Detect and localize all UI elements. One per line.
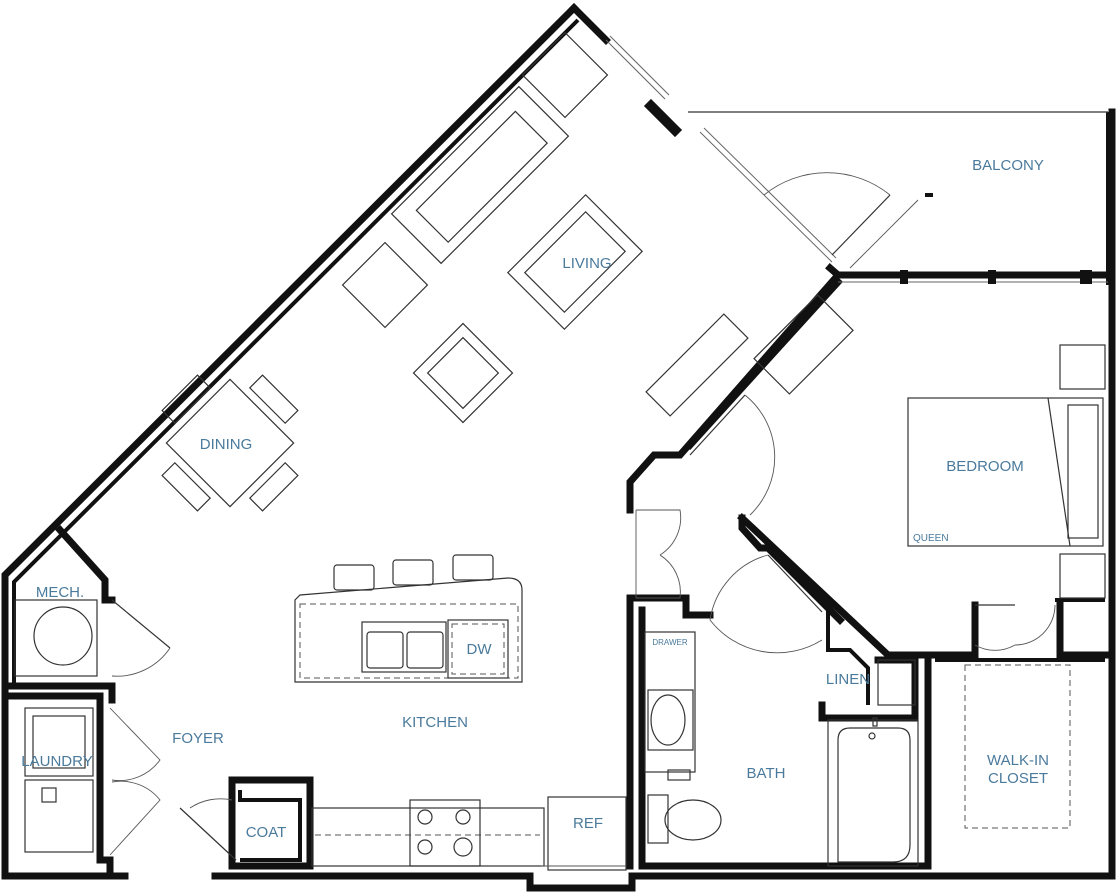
room-labels: BALCONY LIVING DINING BEDROOM QUEEN MECH…	[21, 157, 1049, 841]
label-bed-size: QUEEN	[913, 533, 949, 544]
mech-laundry-fixtures	[14, 599, 98, 853]
label-refrigerator: REF	[573, 815, 603, 832]
label-kitchen: KITCHEN	[402, 714, 468, 731]
label-linen: LINEN	[826, 671, 870, 688]
bath-fixtures	[644, 631, 919, 867]
label-living: LIVING	[562, 255, 611, 272]
exterior-walls	[1, 3, 1116, 892]
label-walk-in: WALK-IN	[987, 752, 1049, 769]
living-furniture	[341, 31, 854, 424]
label-drawer: DRAWER	[652, 638, 687, 647]
interior-walls	[1, 263, 1112, 880]
label-dining: DINING	[200, 436, 253, 453]
living-glazing	[605, 35, 933, 269]
dining-set	[161, 374, 299, 512]
label-bedroom: BEDROOM	[946, 458, 1024, 475]
kitchen-fixtures	[294, 554, 627, 871]
label-balcony: BALCONY	[972, 157, 1044, 174]
label-bath: BATH	[747, 765, 786, 782]
doors	[109, 394, 1056, 861]
label-dishwasher: DW	[467, 641, 493, 658]
label-laundry: LAUNDRY	[21, 753, 92, 770]
label-coat: COAT	[246, 824, 287, 841]
label-foyer: FOYER	[172, 730, 224, 747]
bedroom-furniture	[907, 344, 1106, 829]
label-mech: MECH.	[36, 584, 84, 601]
label-closet: CLOSET	[988, 770, 1048, 787]
